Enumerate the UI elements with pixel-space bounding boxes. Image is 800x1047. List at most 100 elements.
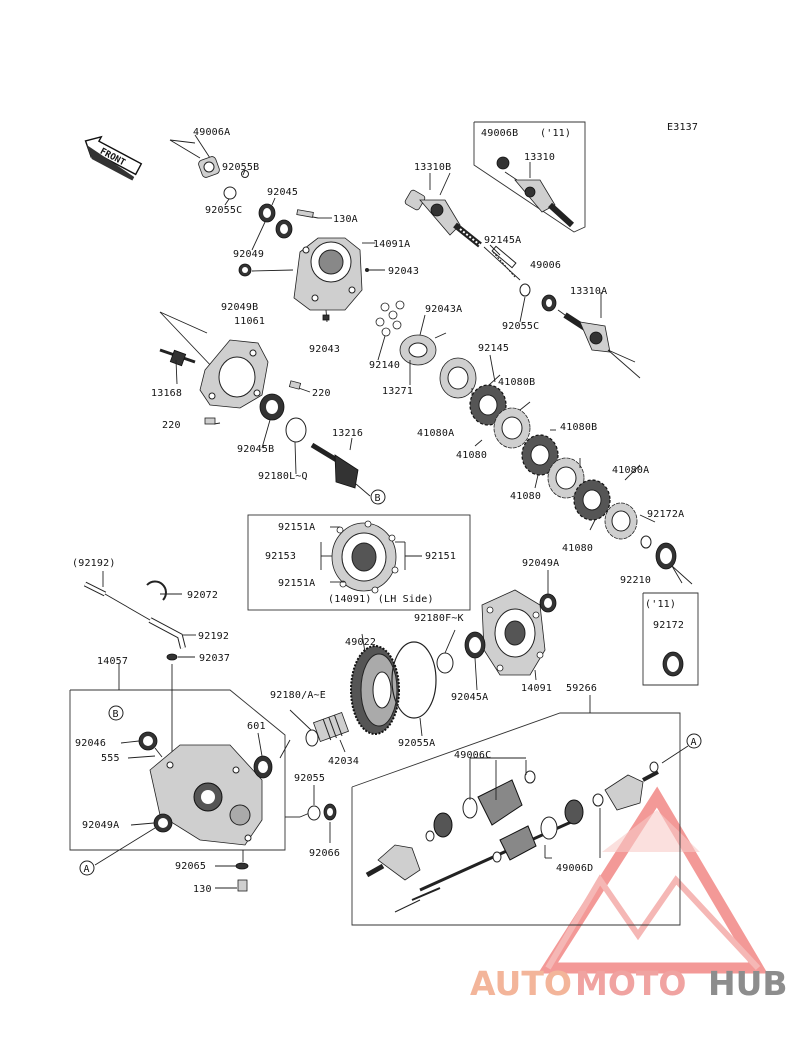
part-label: 92180F~K xyxy=(414,613,464,624)
part-label: 92045B xyxy=(237,444,274,455)
svg-text:B: B xyxy=(113,709,119,720)
watermark-logo xyxy=(537,786,768,974)
part-label: 92192 xyxy=(198,631,229,642)
part-label: 92180L~Q xyxy=(258,471,308,482)
housing-plate-assembly xyxy=(159,311,371,497)
part-label: (92192) xyxy=(72,558,116,569)
part-label: ('11) xyxy=(540,128,571,139)
part-label: 92043A xyxy=(425,304,462,315)
part-label: 49022 xyxy=(345,637,376,648)
driveshaft-box-59266 xyxy=(351,695,689,926)
breather-hose-assembly xyxy=(83,571,196,661)
part-label: 92145 xyxy=(478,343,509,354)
part-label: 41080 xyxy=(456,450,487,461)
svg-text:A: A xyxy=(691,737,697,748)
part-label: 92055B xyxy=(222,162,259,173)
part-label: 92055 xyxy=(294,773,325,784)
part-label: 92043 xyxy=(388,266,419,277)
shaft-13310A-assembly xyxy=(519,283,641,379)
part-label: 92072 xyxy=(187,590,218,601)
part-label: 92151A xyxy=(278,578,315,589)
part-label: 220 xyxy=(312,388,331,399)
diagram-code: E3137 xyxy=(667,122,698,133)
main-housing-box xyxy=(69,664,313,892)
part-label: ('11) xyxy=(645,599,676,610)
callout-a-upper: A xyxy=(686,733,702,749)
part-label: 92049A xyxy=(522,558,559,569)
part-label: 130A xyxy=(333,214,358,225)
part-label: 92055A xyxy=(398,738,435,749)
part-label: 41080B xyxy=(560,422,597,433)
watermark-moto-text: MOTO xyxy=(575,964,686,1003)
part-label: 92046 xyxy=(75,738,106,749)
part-label: 92172A xyxy=(647,509,684,520)
part-label: 13216 xyxy=(332,428,363,439)
watermark-auto-text: AUTO xyxy=(470,964,572,1003)
part-label: 92180/A~E xyxy=(270,690,326,701)
part-label: 92049B xyxy=(221,302,258,313)
callout-b-upper: B xyxy=(370,489,386,505)
part-label: 92145A xyxy=(484,235,521,246)
part-label: 130 xyxy=(193,884,212,895)
watermark-text: AUTO MOTO HUB xyxy=(470,964,788,1003)
part-label: 41080A xyxy=(417,428,454,439)
part-label: 13310A xyxy=(570,286,607,297)
part-label: 13310 xyxy=(524,152,555,163)
part-label: 92045 xyxy=(267,187,298,198)
part-label: 41080B xyxy=(498,377,535,388)
side-housing-14091 xyxy=(436,570,557,691)
part-label: 49006 xyxy=(530,260,561,271)
part-label: 49006A xyxy=(193,127,230,138)
part-label: 601 xyxy=(247,721,266,732)
part-label: 14091 xyxy=(521,683,552,694)
part-label: 92172 xyxy=(653,620,684,631)
part-label: 49006B xyxy=(481,128,518,139)
part-label: 59266 xyxy=(566,683,597,694)
front-arrow-icon: FRONT xyxy=(84,135,143,181)
part-label: 92140 xyxy=(369,360,400,371)
callout-b-lower: B xyxy=(108,705,124,721)
part-label: 92153 xyxy=(265,551,296,562)
part-label: 14091A xyxy=(373,239,410,250)
part-label: 13168 xyxy=(151,388,182,399)
part-label: 92151 xyxy=(425,551,456,562)
part-label: 41080A xyxy=(612,465,649,476)
part-label: 49006D xyxy=(556,863,593,874)
part-label: 92210 xyxy=(620,575,651,586)
part-label: 92055C xyxy=(502,321,539,332)
part-label: 555 xyxy=(101,753,120,764)
part-labels: 49006A 92055B 92045 130A 92055C 14091A 9… xyxy=(72,127,684,895)
part-label: (14091) (LH Side) xyxy=(328,594,434,605)
svg-text:B: B xyxy=(375,493,381,504)
part-label: 14057 xyxy=(97,656,128,667)
box-2011-seal xyxy=(642,592,699,686)
part-label: 92043 xyxy=(309,344,340,355)
watermark-hub-text: HUB xyxy=(708,964,788,1003)
part-label: 92045A xyxy=(451,692,488,703)
part-label: 92037 xyxy=(199,653,230,664)
part-label: 49006C xyxy=(454,750,491,761)
part-label: 13271 xyxy=(382,386,413,397)
lh-side-housing-box xyxy=(247,514,471,611)
part-label: 42034 xyxy=(328,756,359,767)
part-label: 92066 xyxy=(309,848,340,859)
svg-text:A: A xyxy=(84,864,90,875)
label-leaders xyxy=(224,169,526,361)
part-label: 92151A xyxy=(278,522,315,533)
upper-left-assembly xyxy=(169,134,385,323)
part-label: 92055C xyxy=(205,205,242,216)
part-label: 11061 xyxy=(234,316,265,327)
part-label: 13310B xyxy=(414,162,451,173)
part-label: 41080 xyxy=(562,543,593,554)
box-2011-shaft xyxy=(473,121,586,233)
part-label: 92065 xyxy=(175,861,206,872)
callout-a-lower: A xyxy=(79,860,95,876)
shaft-13310B-assembly xyxy=(404,173,521,281)
part-label: 92049 xyxy=(233,249,264,260)
part-label: 220 xyxy=(162,420,181,431)
clutch-plate-stack xyxy=(375,300,693,585)
part-label: 92049A xyxy=(82,820,119,831)
ring-gear-assembly xyxy=(279,633,437,843)
part-label: 41080 xyxy=(510,491,541,502)
